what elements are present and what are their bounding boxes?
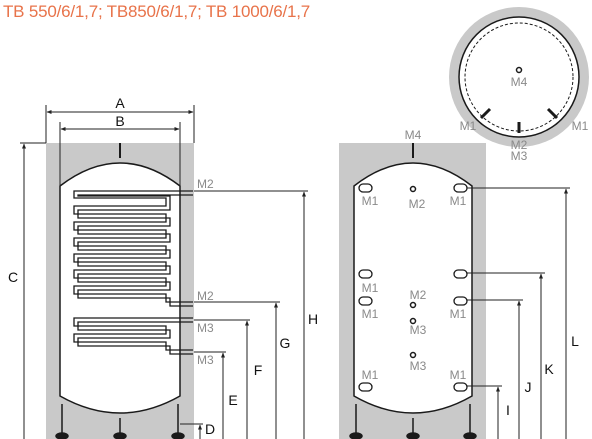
dim-label-l: L xyxy=(571,333,579,349)
dim-label-d: D xyxy=(205,421,215,437)
top-port-m4: M4 xyxy=(511,75,528,89)
dim-label-j: J xyxy=(525,379,532,395)
front-port-m1-upper-left: M1 xyxy=(362,281,379,295)
dim-label-f: F xyxy=(254,362,263,378)
diagram-title: TB 550/6/1,7; TB850/6/1,7; TB 1000/6/1,7 xyxy=(3,2,311,21)
top-tank-outline xyxy=(458,16,580,138)
front-port-m1-bottom-left: M1 xyxy=(362,368,379,382)
side-port-m2-top: M2 xyxy=(197,177,214,191)
top-view: M4 M1 M1 M2 M3 xyxy=(449,7,589,163)
top-port-m1-left: M1 xyxy=(460,119,477,133)
front-view: M4 M1 M2 xyxy=(339,128,579,439)
dim-label-g: G xyxy=(280,335,291,351)
dim-label-k: K xyxy=(544,361,554,377)
side-port-m3-mid: M3 xyxy=(197,321,214,335)
dim-c xyxy=(20,142,46,439)
side-port-leaders xyxy=(180,190,308,425)
top-port-m1-right: M1 xyxy=(572,119,589,133)
front-leaders xyxy=(467,187,570,387)
top-inner-circle xyxy=(464,22,574,132)
front-port-m2-mid: M2 xyxy=(410,288,427,302)
side-tank-body xyxy=(59,162,181,414)
top-port-m2: M2 xyxy=(511,138,528,152)
front-port-m1-top-right: M1 xyxy=(450,194,467,208)
side-view: A B C M2 M2 M3 M3 H G F E xyxy=(8,95,318,439)
side-width-dims xyxy=(45,105,195,186)
front-tank-body xyxy=(353,162,473,414)
dim-label-i: I xyxy=(506,402,510,418)
lower-coil xyxy=(73,317,193,355)
front-port-m4: M4 xyxy=(405,128,422,142)
side-port-m3-low: M3 xyxy=(197,353,214,367)
front-port-m1-mid-right: M1 xyxy=(450,307,467,321)
upper-coil xyxy=(73,190,193,307)
front-port-m3-low: M3 xyxy=(410,359,427,373)
front-side-sockets xyxy=(358,183,468,392)
dim-label-c: C xyxy=(8,269,18,285)
side-legs xyxy=(55,404,185,439)
dim-label-a: A xyxy=(115,95,125,111)
front-port-m3-mid: M3 xyxy=(410,323,427,337)
dim-label-b: B xyxy=(115,113,124,129)
front-port-m1-lower-left: M1 xyxy=(362,307,379,321)
front-port-m2-top: M2 xyxy=(409,197,426,211)
side-port-m2-mid: M2 xyxy=(197,289,214,303)
front-port-m1-bottom-right: M1 xyxy=(450,368,467,382)
front-height-dims xyxy=(496,188,568,439)
front-port-m1-top-left: M1 xyxy=(362,194,379,208)
side-height-dims xyxy=(198,191,306,439)
dim-label-h: H xyxy=(308,311,318,327)
top-center-socket xyxy=(515,66,523,74)
dim-label-e: E xyxy=(228,392,237,408)
top-port-m3: M3 xyxy=(511,149,528,163)
top-nozzles xyxy=(479,107,559,133)
front-legs xyxy=(349,404,477,439)
front-center-sockets xyxy=(409,185,417,359)
